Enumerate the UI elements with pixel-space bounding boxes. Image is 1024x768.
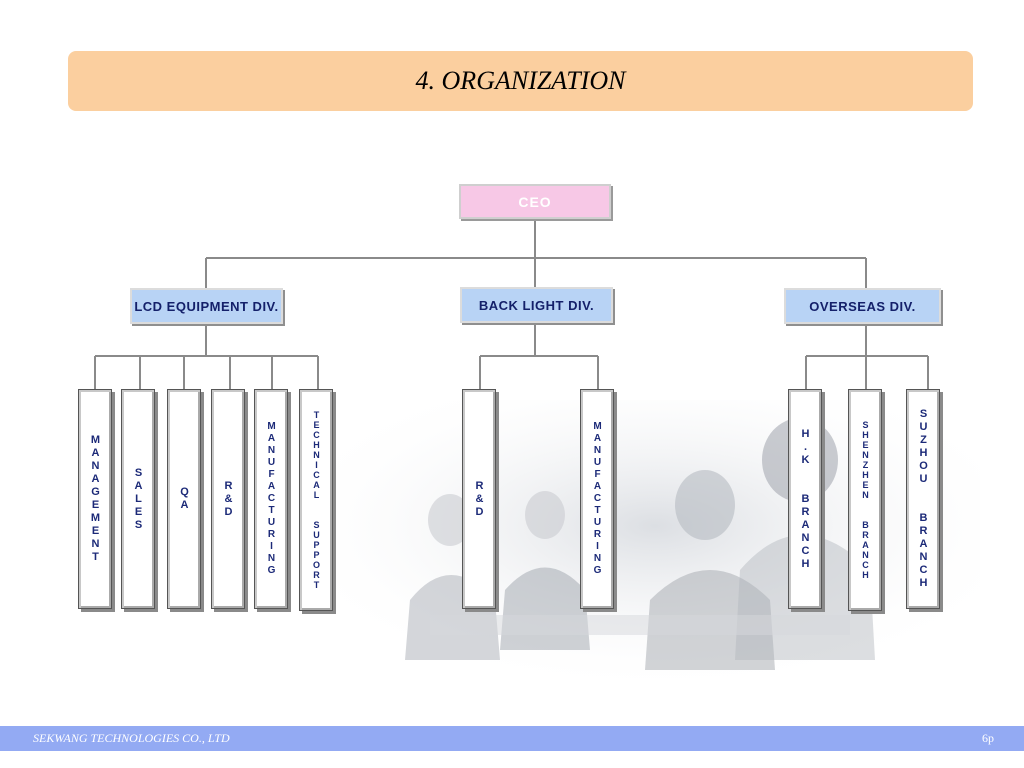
dept-label: MANUFACTURING bbox=[266, 421, 277, 577]
dept-label: TECHNICAL SUPPORT bbox=[311, 410, 322, 590]
dept-label: SUZHOU BRANCH bbox=[917, 408, 930, 590]
dept-rnd: R&D bbox=[462, 389, 496, 609]
ceo-label: CEO bbox=[518, 193, 552, 210]
lcd-equipment-division-box: LCD EQUIPMENT DIV. bbox=[130, 288, 283, 324]
dept-label: SALES bbox=[132, 466, 145, 532]
dept-label: QA bbox=[178, 486, 191, 512]
dept-label: MANAGEMENT bbox=[89, 434, 102, 564]
page-number: 6p bbox=[982, 731, 994, 745]
dept-technical-support: TECHNICAL SUPPORT bbox=[299, 389, 333, 611]
dept-label: H.K BRANCH bbox=[799, 427, 812, 571]
overseas-division-box: OVERSEAS DIV. bbox=[784, 288, 941, 324]
dept-manufacturing: MANUFACTURING bbox=[254, 389, 288, 609]
division-label: BACK LIGHT DIV. bbox=[478, 297, 595, 313]
page-title: 4. ORGANIZATION bbox=[415, 66, 626, 95]
ceo-box: CEO bbox=[459, 184, 611, 219]
dept-label: SHENZHEN BRANCH bbox=[860, 420, 871, 580]
dept-label: MANUFACTURING bbox=[592, 421, 603, 577]
dept-sales: SALES bbox=[121, 389, 155, 609]
dept-qa: QA bbox=[167, 389, 201, 609]
branch-hong-kong: H.K BRANCH bbox=[788, 389, 822, 609]
back-light-division-box: BACK LIGHT DIV. bbox=[460, 287, 613, 323]
dept-rnd: R&D bbox=[211, 389, 245, 609]
dept-label: R&D bbox=[473, 479, 486, 519]
dept-manufacturing: MANUFACTURING bbox=[580, 389, 614, 609]
dept-management: MANAGEMENT bbox=[78, 389, 112, 609]
branch-suzhou: SUZHOU BRANCH bbox=[906, 389, 940, 609]
company-name: SEKWANG TECHNOLOGIES CO., LTD bbox=[33, 731, 230, 745]
division-label: OVERSEAS DIV. bbox=[809, 298, 916, 314]
branch-shenzhen: SHENZHEN BRANCH bbox=[848, 389, 882, 611]
footer-bar: SEKWANG TECHNOLOGIES CO., LTD 6p bbox=[0, 726, 1024, 751]
dept-label: R&D bbox=[222, 479, 235, 519]
title-bar: 4. ORGANIZATION bbox=[68, 51, 973, 111]
division-label: LCD EQUIPMENT DIV. bbox=[134, 298, 279, 314]
